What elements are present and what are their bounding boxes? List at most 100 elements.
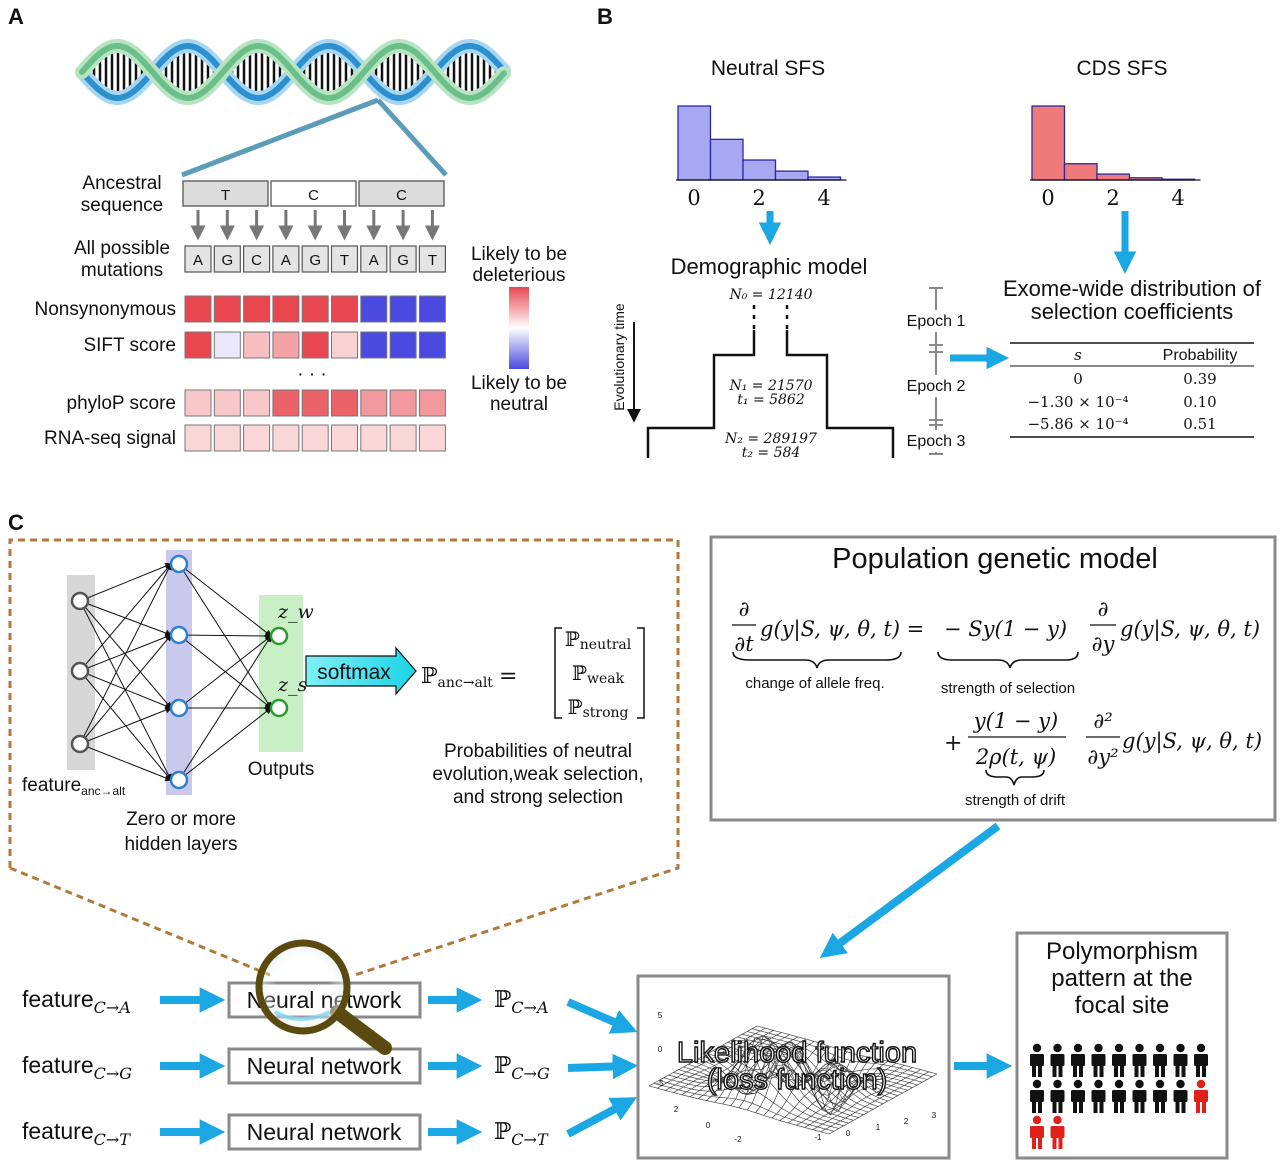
nn-callout-border [8,538,680,977]
surface-mesh-line [688,1064,869,1113]
hidden-layer-band [166,550,192,795]
output-node [269,626,289,646]
mutation-base-box [243,245,271,273]
mutations-label-line2: mutations [81,260,163,281]
heatmap-cell [360,389,388,417]
heatmap-cell [243,331,271,359]
mutation-base-box [301,245,329,273]
hidden-node [169,554,189,574]
demographic-shape [646,305,895,458]
prob-vector-entry: ℙneutral [565,627,632,653]
heatmap-cell [389,331,417,359]
person-icon [1112,1043,1126,1077]
prob-output-label: ℙC→A [494,987,549,1017]
surface-tick-label: 3 [932,1111,937,1120]
mutation-base-box [389,245,417,273]
nn-edge [178,635,273,709]
heatmap-cell [418,424,446,452]
surface-tick-label: 2 [904,1117,909,1126]
feature-input-label: featureC→A [22,986,131,1017]
evolutionary-time-label: Evolutionary time [611,303,627,411]
mutation-base: G [397,252,409,269]
nn-edge [79,706,173,745]
svg-text:y(1 − y): y(1 − y) [973,709,1058,733]
svg-text:+: + [944,731,962,756]
neural-network-box [227,1113,422,1151]
nn-edge [79,600,172,782]
svg-text:2ρ(t, ψ): 2ρ(t, ψ) [975,745,1056,769]
surface-mesh-line [683,1054,864,1116]
softmax-label: softmax [317,661,391,684]
person-icon [1050,1043,1065,1077]
prob-output-label: ℙC→G [494,1053,550,1083]
mutation-base-box [418,245,446,273]
neural-network-box [227,1047,422,1085]
table-cell-p-1: 0.10 [1183,393,1216,411]
table-header-probability: Probability [1163,347,1238,364]
feature-input-label: featureC→G [22,1052,132,1083]
svg-text:g(y|S, ψ, θ, t) =: g(y|S, ψ, θ, t) = [760,617,924,642]
nn-edge [178,563,273,637]
surface-mesh-line [820,1071,929,1133]
hidden-node [169,625,189,645]
svg-text:g(y|S, ψ, θ, t): g(y|S, ψ, θ, t) [1120,617,1260,642]
ancestral-label-line1: Ancestral [82,173,161,194]
heatmap-cell [301,331,329,359]
ancestral-label: Ancestral sequence [81,173,163,216]
annot-strength-selection: strength of selection [941,680,1075,697]
feature-network-rows: featureC→ANeural networkℙC→AfeatureC→GNe… [22,981,639,1151]
arrow-prob-to-likelihood [566,998,638,1034]
mutation-base-box [360,245,388,273]
hidden-label-line2: hidden layers [124,834,237,855]
heatmap-cell [213,424,241,452]
surface-tick-label: -5 [656,1079,664,1088]
table-cell-s-2: −5.86 × 10⁻⁴ [1027,415,1128,433]
heatmap-cell [360,424,388,452]
polymorphism-label-line1: Polymorphism [1046,938,1198,965]
table-cell-p-0: 0.39 [1183,370,1216,388]
output-zw-label: z_w [277,601,314,623]
nn-edge [79,562,173,602]
svg-text:∂t: ∂t [734,632,754,656]
surface-mesh-line [796,1065,905,1126]
surface-mesh-line [648,1085,830,1135]
heatmap-cell [360,295,388,323]
heatmap-cell [418,331,446,359]
table-cell-p-2: 0.51 [1183,415,1216,433]
surface-tick-label: -2 [734,1135,742,1144]
individuals-grid [1030,1043,1208,1149]
input-node [70,661,90,681]
epoch-3-label: Epoch 3 [907,433,966,450]
person-icon [1112,1079,1126,1113]
surface-mesh-line [812,1069,921,1130]
output-layer-band [259,595,303,752]
person-icon [1194,1043,1208,1077]
heatmap-cell [331,331,358,359]
heatmap-cell [331,389,358,417]
sfs-bar [774,170,809,181]
surface-tick-label: 0 [846,1129,851,1138]
n0-label: N₀ = 12140 [728,287,812,303]
panel-letter-b: B [597,4,613,29]
dfe-title-line2: selection coefficients [1031,299,1234,324]
sfs-bar [1096,173,1131,181]
feature-row-label: Nonsynonymous [34,299,176,320]
nn-feature-label: featureanc→alt [22,775,126,798]
heatmap-cell [301,424,329,452]
person-icon [1173,1079,1188,1113]
surface-tick-label: 1 [876,1123,881,1132]
color-legend-bar [509,287,529,369]
person-icon [1153,1043,1167,1077]
mutation-base-box [184,245,212,273]
legend-top-line2: deleterious [473,265,566,286]
epoch-1-label: Epoch 1 [907,313,966,330]
svg-text:∂y²: ∂y² [1087,745,1118,769]
dna-helix-icon [75,38,511,106]
mutation-arrows [190,210,440,241]
sfs-bar [1063,163,1098,181]
surface-tick-label: 0 [658,1045,663,1054]
